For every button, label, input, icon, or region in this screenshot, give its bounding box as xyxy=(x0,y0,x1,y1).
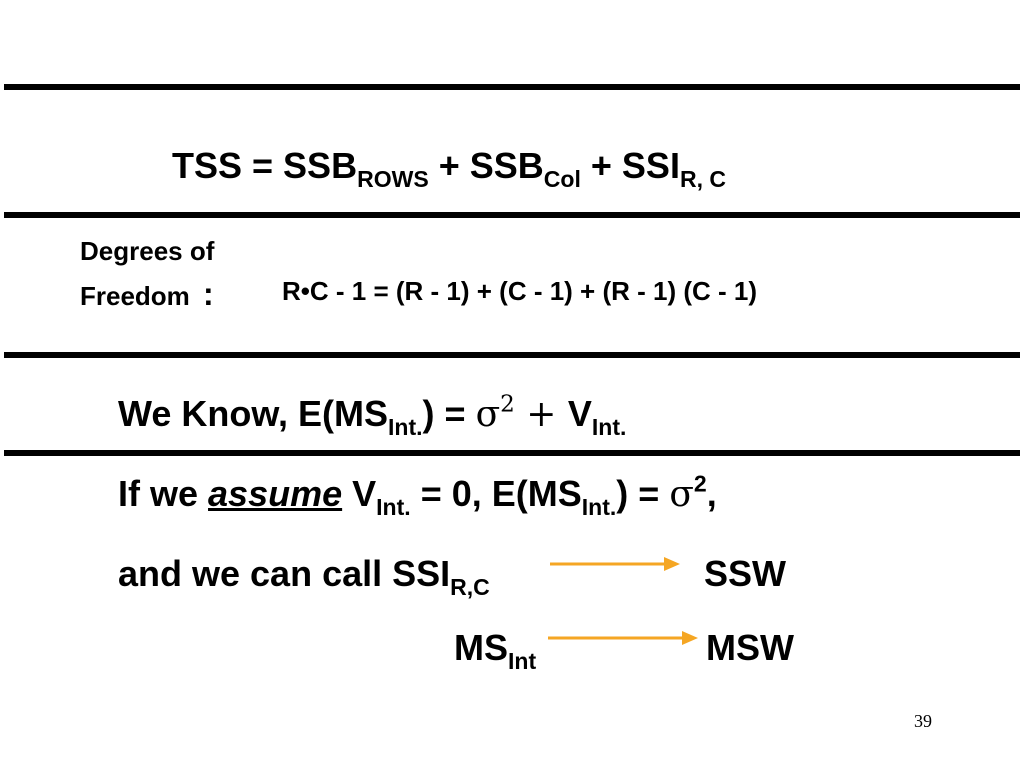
ms-text: MS xyxy=(454,627,508,668)
assume-ms-subscript: Int. xyxy=(581,493,617,520)
rows-subscript: ROWS xyxy=(357,165,429,192)
ms-line: MSInt xyxy=(454,627,536,673)
dof-colon: : xyxy=(203,276,214,312)
rule-below-tss xyxy=(4,212,1020,218)
know-mid: ) = xyxy=(422,393,476,434)
tss-equation: TSS = SSBROWS + SSBCol + SSIR, C xyxy=(172,145,726,191)
call-prefix: and we can call SSI xyxy=(118,553,451,594)
arrow-ms-to-msw xyxy=(548,631,698,645)
dof-label-line2: Freedom : xyxy=(80,278,214,310)
tss-lhs: TSS = SSB xyxy=(172,145,358,186)
rule-top xyxy=(4,84,1020,90)
assume-mid: = 0, E(MS xyxy=(410,473,582,514)
know-prefix: We Know, E(MS xyxy=(118,393,388,434)
dof-partition: = (R - 1) + (C - 1) + (R - 1) (C - 1) xyxy=(366,276,757,306)
assume-v-subscript: Int. xyxy=(376,493,411,520)
know-v-subscript: Int. xyxy=(591,413,627,440)
assume-word: assume xyxy=(208,473,343,514)
dof-total: R•C - 1 xyxy=(282,276,367,306)
assume-v: V xyxy=(342,473,377,514)
dof-equation: R•C - 1 = (R - 1) + (C - 1) + (R - 1) (C… xyxy=(282,278,757,304)
arrow-ssi-head xyxy=(664,557,680,571)
tss-plus-ssi: + SSI xyxy=(580,145,680,186)
sigma-exponent: 2 xyxy=(500,391,515,418)
know-plus: + xyxy=(514,394,568,435)
assume-sigma-exponent: 2 xyxy=(693,470,707,497)
assume-line: If we assume VInt. = 0, E(MSInt.) = σ2, xyxy=(118,472,717,518)
assume-end: ) = xyxy=(616,473,670,514)
arrow-ms-head xyxy=(682,631,698,645)
dof-label-freedom: Freedom xyxy=(80,281,190,311)
ssw-label: SSW xyxy=(704,553,787,594)
call-subscript: R,C xyxy=(450,573,490,600)
assume-sigma-symbol: σ xyxy=(669,474,694,515)
know-int-subscript: Int. xyxy=(388,413,423,440)
rc-subscript: R, C xyxy=(679,165,727,192)
ms-subscript: Int xyxy=(508,647,537,674)
sigma-symbol: σ xyxy=(475,394,501,435)
call-line: and we can call SSIR,C xyxy=(118,553,490,599)
arrow-ssi-to-ssw xyxy=(550,557,680,571)
col-subscript: Col xyxy=(543,165,581,192)
page-number: 39 xyxy=(914,711,932,731)
know-line: We Know, E(MSInt.) = σ2 + VInt. xyxy=(118,393,626,438)
assume-comma: , xyxy=(706,473,717,514)
msw-label: MSW xyxy=(706,627,794,668)
dof-label-line1: Degrees of xyxy=(80,236,215,266)
rule-below-know xyxy=(4,450,1020,456)
assume-prefix: If we xyxy=(118,473,209,514)
know-v: V xyxy=(567,393,592,434)
tss-plus-ssb-col: + SSB xyxy=(428,145,544,186)
rule-below-dof xyxy=(4,352,1020,358)
